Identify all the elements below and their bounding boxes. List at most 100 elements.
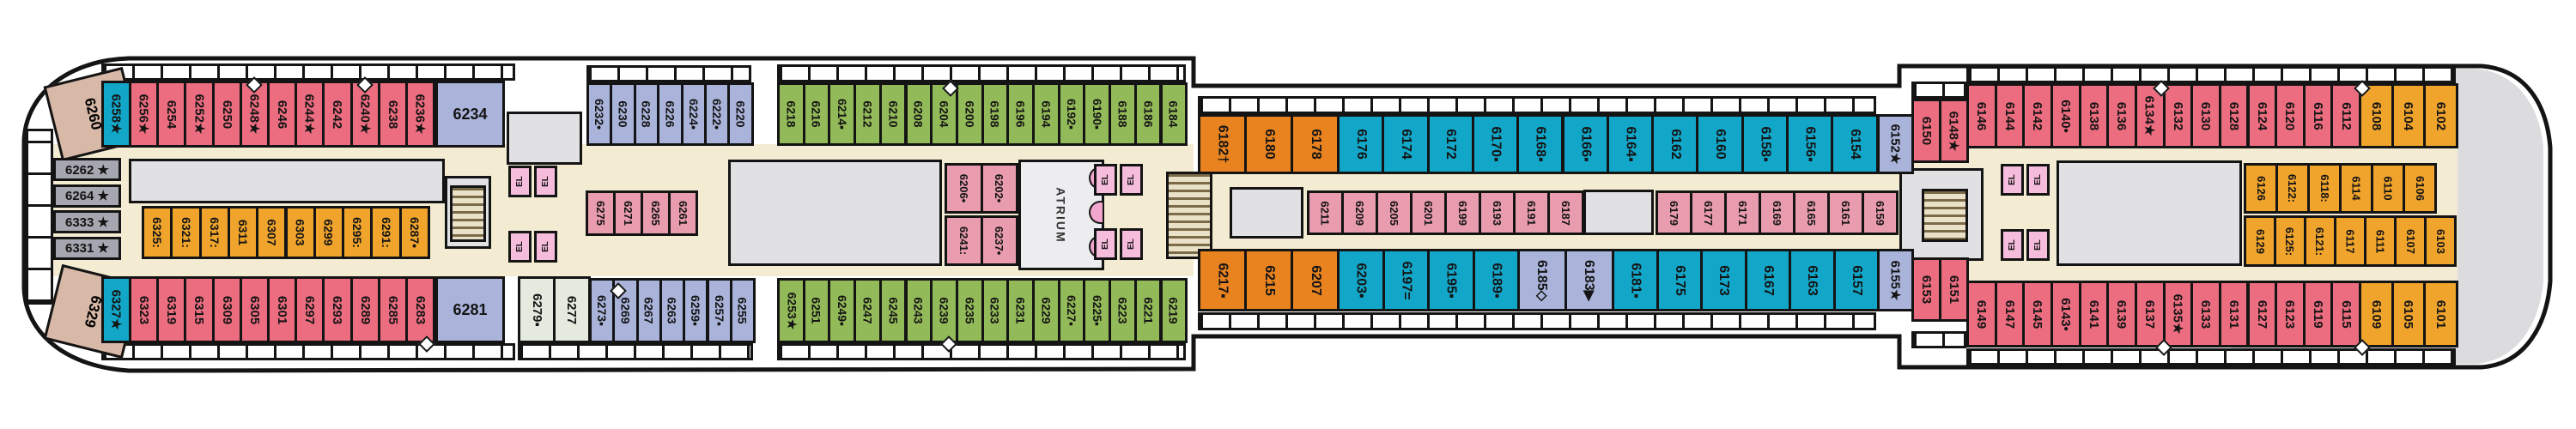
cabin-6117[interactable]: 6117 (2334, 215, 2366, 267)
cabin-6123[interactable]: 6123 (2275, 281, 2306, 347)
cabin-6175[interactable]: 6175 (1656, 249, 1703, 311)
cabin-6331[interactable]: 6331 ★ (53, 236, 121, 260)
cabin-6182[interactable]: 6182† (1198, 114, 1247, 174)
cabin-6297[interactable]: 6297 (295, 276, 325, 343)
cabin-6236[interactable]: 6236★ (405, 81, 436, 148)
cabin-6233[interactable]: 6233 (981, 278, 1010, 343)
cabin-6121[interactable]: 6121: (2304, 215, 2336, 267)
cabin-6225[interactable]: 6225▪ (1083, 278, 1112, 343)
cabin-6232[interactable]: 6232• (586, 82, 613, 146)
cabin-6171[interactable]: 6171 (1724, 190, 1761, 235)
cabin-6109[interactable]: 6109 (2359, 281, 2394, 347)
cabin-6200[interactable]: 6200 (955, 82, 984, 146)
cabin-6106[interactable]: 6106 (2403, 163, 2437, 214)
cabin-6261[interactable]: 6261 (668, 190, 698, 236)
cabin-6254[interactable]: 6254 (156, 81, 187, 148)
cabin-6255[interactable]: 6255 (729, 278, 756, 343)
cabin-6206[interactable]: 6206• (945, 163, 983, 214)
cabin-6253[interactable]: 6253★ (777, 278, 805, 343)
cabin-6139[interactable]: 6139 (2106, 281, 2137, 347)
cabin-6105[interactable]: 6105 (2391, 281, 2427, 347)
cabin-6102[interactable]: 6102 (2423, 83, 2458, 148)
cabin-6249[interactable]: 6249▪ (828, 278, 857, 343)
cabin-6210[interactable]: 6210 (878, 82, 908, 146)
cabin-6216[interactable]: 6216 (802, 82, 831, 146)
cabin-6125[interactable]: 6125: (2274, 215, 2306, 267)
cabin-6138[interactable]: 6138 (2078, 83, 2110, 148)
cabin-6160[interactable]: 6160 (1696, 114, 1744, 174)
cabin-6135[interactable]: 6135★ (2162, 281, 2194, 347)
cabin-6147[interactable]: 6147 (1994, 281, 2026, 347)
cabin-6188[interactable]: 6188 (1109, 82, 1137, 146)
cabin-6291[interactable]: 6291: (370, 206, 402, 259)
cabin-6217[interactable]: 6217▪ (1198, 249, 1247, 311)
cabin-6307[interactable]: 6307 (256, 206, 288, 259)
cabin-6156[interactable]: 6156▪ (1786, 114, 1834, 174)
cabin-6127[interactable]: 6127 (2246, 281, 2278, 347)
cabin-6157[interactable]: 6157 (1832, 249, 1880, 311)
cabin-6181[interactable]: 6181▪ (1612, 249, 1659, 311)
cabin-6118[interactable]: 6118: (2307, 163, 2342, 214)
cabin-6311[interactable]: 6311 (227, 206, 259, 259)
cabin-6110[interactable]: 6110 (2371, 163, 2405, 214)
cabin-6115[interactable]: 6115 (2330, 281, 2362, 347)
cabin-6185[interactable]: 6185◇ (1517, 249, 1567, 311)
cabin-6327[interactable]: 6327★ (101, 276, 132, 343)
cabin-6256[interactable]: 6256★ (129, 81, 160, 148)
cabin-6245[interactable]: 6245 (878, 278, 908, 343)
cabin-6234[interactable]: 6234 (435, 81, 505, 148)
cabin-6215[interactable]: 6215 (1244, 249, 1293, 311)
cabin-6183[interactable]: 6183▶ (1564, 249, 1614, 311)
cabin-6219[interactable]: 6219 (1159, 278, 1188, 343)
cabin-6165[interactable]: 6165 (1793, 190, 1830, 235)
cabin-6301[interactable]: 6301 (267, 276, 298, 343)
cabin-6279[interactable]: 6279▪ (518, 276, 556, 343)
cabin-6195[interactable]: 6195▪ (1427, 249, 1475, 311)
cabin-6207[interactable]: 6207 (1291, 249, 1340, 311)
cabin-6315[interactable]: 6315 (184, 276, 215, 343)
cabin-6144[interactable]: 6144 (1994, 83, 2026, 148)
cabin-6116[interactable]: 6116 (2302, 83, 2334, 148)
cabin-6229[interactable]: 6229 (1032, 278, 1060, 343)
cabin-6289[interactable]: 6289 (349, 276, 380, 343)
cabin-6142[interactable]: 6142 (2022, 83, 2053, 148)
cabin-6177[interactable]: 6177 (1690, 190, 1727, 235)
cabin-6237[interactable]: 6237• (980, 215, 1018, 266)
cabin-6235[interactable]: 6235 (955, 278, 984, 343)
cabin-6251[interactable]: 6251 (802, 278, 831, 343)
cabin-6305[interactable]: 6305 (239, 276, 270, 343)
cabin-6262[interactable]: 6262 ★ (53, 158, 121, 181)
cabin-6169[interactable]: 6169 (1759, 190, 1795, 235)
cabin-6186[interactable]: 6186 (1133, 82, 1163, 146)
cabin-6128[interactable]: 6128 (2218, 83, 2250, 148)
cabin-6214[interactable]: 6214▪ (828, 82, 857, 146)
cabin-6223[interactable]: 6223 (1109, 278, 1137, 343)
cabin-6192[interactable]: 6192▪ (1057, 82, 1086, 146)
cabin-6208[interactable]: 6208 (904, 82, 933, 146)
cabin-6174[interactable]: 6174 (1382, 114, 1430, 174)
cabin-6145[interactable]: 6145 (2022, 281, 2053, 347)
cabin-6205[interactable]: 6205 (1376, 190, 1413, 235)
cabin-6111[interactable]: 6111 (2364, 215, 2397, 267)
cabin-6194[interactable]: 6194 (1032, 82, 1060, 146)
cabin-6176[interactable]: 6176 (1337, 114, 1385, 174)
cabin-6129[interactable]: 6129 (2244, 215, 2276, 267)
cabin-6159[interactable]: 6159 (1862, 190, 1899, 235)
cabin-6243[interactable]: 6243 (904, 278, 933, 343)
cabin-6187[interactable]: 6187 (1547, 190, 1584, 235)
cabin-6264[interactable]: 6264 ★ (53, 184, 121, 208)
cabin-6231[interactable]: 6231 (1006, 278, 1035, 343)
cabin-6146[interactable]: 6146 (1966, 83, 1997, 148)
cabin-6239[interactable]: 6239 (930, 278, 958, 343)
cabin-6267[interactable]: 6267 (635, 278, 662, 343)
cabin-6202[interactable]: 6202• (980, 163, 1018, 214)
cabin-6164[interactable]: 6164▪ (1606, 114, 1655, 174)
cabin-6161[interactable]: 6161 (1827, 190, 1864, 235)
cabin-6193[interactable]: 6193 (1479, 190, 1516, 235)
cabin-6201[interactable]: 6201 (1410, 190, 1447, 235)
cabin-6303[interactable]: 6303 (284, 206, 316, 259)
cabin-6228[interactable]: 6228 (633, 82, 660, 146)
cabin-6242[interactable]: 6242 (322, 81, 353, 148)
cabin-6198[interactable]: 6198 (981, 82, 1010, 146)
cabin-6247[interactable]: 6247 (854, 278, 882, 343)
